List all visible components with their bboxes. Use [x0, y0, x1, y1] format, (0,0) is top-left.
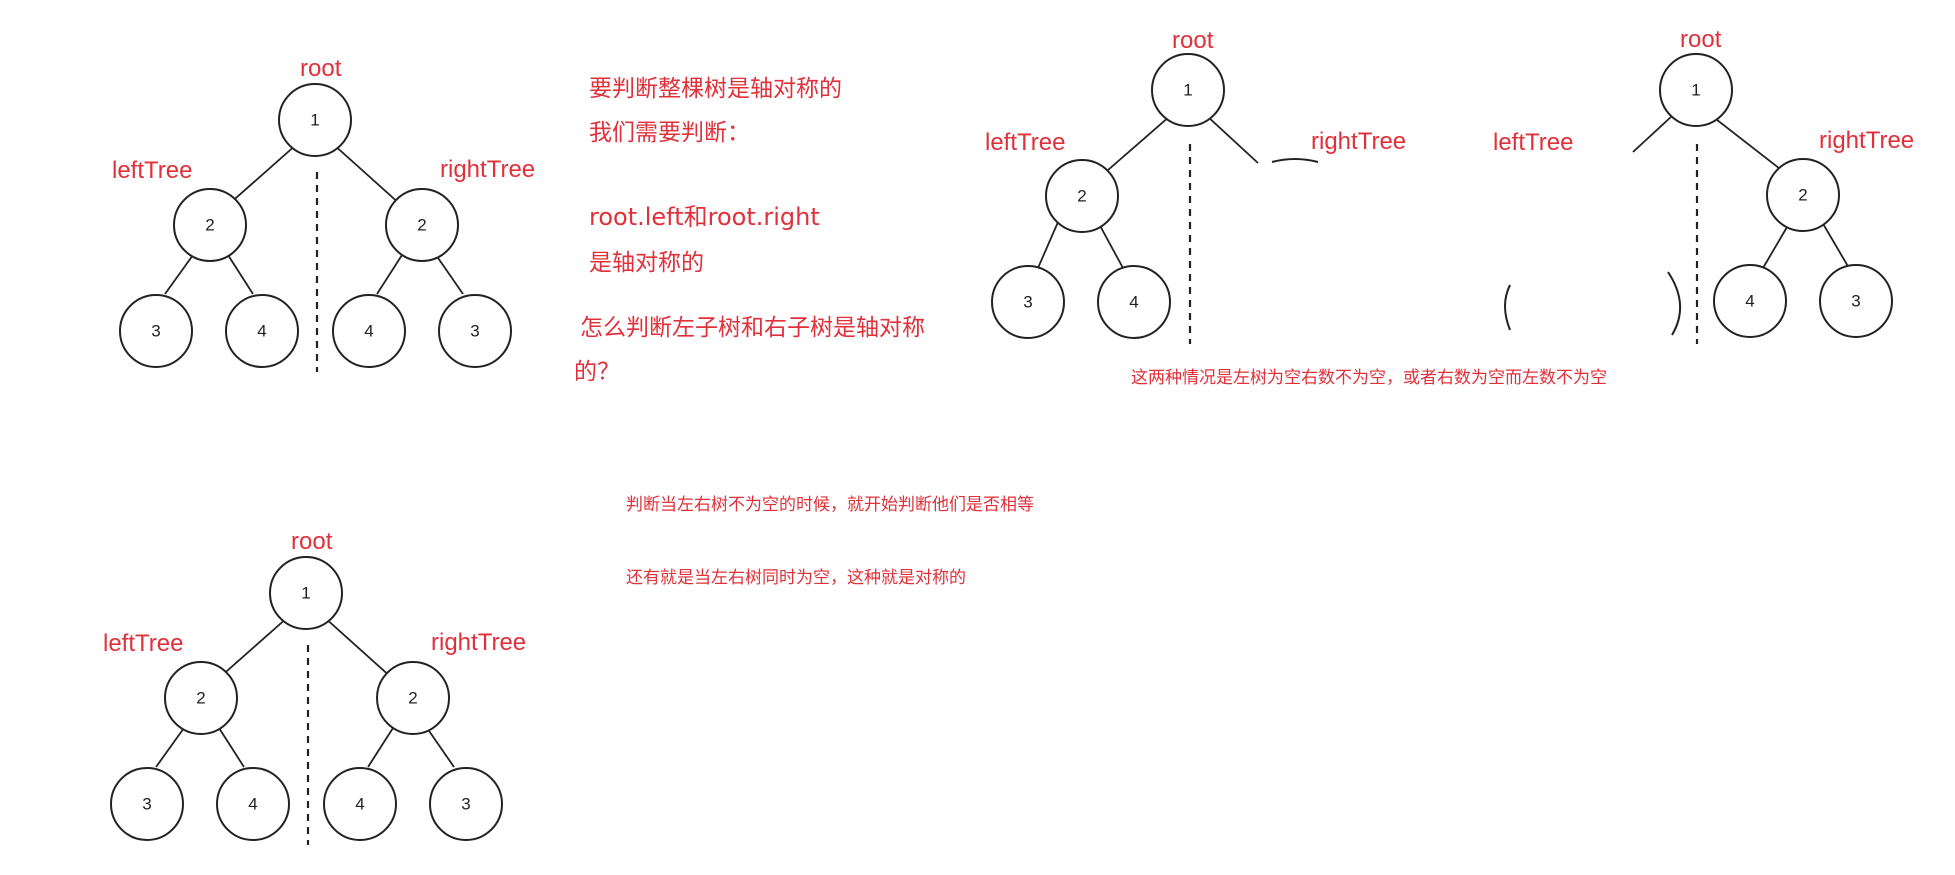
node-right-right — [429, 767, 503, 841]
node-left-left-value: 3 — [1023, 293, 1032, 312]
node-left-right — [216, 767, 290, 841]
edge — [426, 727, 455, 768]
node-left-left — [119, 294, 193, 368]
node-right — [385, 188, 459, 262]
tree-top-left: 1 2 2 3 4 4 3 root leftTree rightTree — [112, 55, 535, 372]
node-left-value: 2 — [1077, 187, 1086, 206]
node-left-left-value: 3 — [151, 322, 160, 341]
edge — [1632, 115, 1673, 153]
label-right-tree: rightTree — [431, 629, 526, 656]
node-right-right-value: 3 — [1851, 292, 1860, 311]
node-root-value: 1 — [1691, 81, 1700, 100]
node-right-left-value: 4 — [355, 795, 364, 814]
partial-empty-node — [1504, 284, 1511, 331]
label-root: root — [291, 528, 333, 555]
edge — [1097, 221, 1124, 269]
explanation-notes: 要判断整棵树是轴对称的 我们需要判断： root.left和root.right… — [574, 76, 1607, 588]
node-root — [1659, 53, 1733, 127]
node-root-value: 1 — [1183, 81, 1192, 100]
edge — [1711, 115, 1785, 173]
note-question-line-5: 怎么判断左子树和右子树是轴对称 — [580, 315, 925, 341]
tree-top-right: 1 2 4 3 root leftTree rightTree — [1493, 26, 1914, 344]
label-root: root — [1680, 26, 1722, 53]
edge — [227, 143, 298, 206]
edge — [218, 616, 289, 679]
node-right — [1766, 158, 1840, 232]
label-right-tree: rightTree — [1819, 127, 1914, 154]
node-right — [376, 661, 450, 735]
edge — [1107, 115, 1171, 171]
node-root — [269, 556, 343, 630]
node-root-value: 1 — [301, 584, 310, 603]
node-left — [173, 188, 247, 262]
label-left-tree: leftTree — [985, 129, 1065, 156]
node-right-left — [323, 767, 397, 841]
node-right-left — [1713, 264, 1787, 338]
node-right-left-value: 4 — [364, 322, 373, 341]
node-right-value: 2 — [417, 216, 426, 235]
partial-empty-node — [1271, 158, 1319, 163]
node-left — [164, 661, 238, 735]
edge — [376, 254, 403, 295]
node-left-right-value: 4 — [1129, 293, 1138, 312]
node-right-right — [438, 294, 512, 368]
node-left-right-value: 4 — [248, 795, 257, 814]
label-right-tree: rightTree — [440, 156, 535, 183]
note-empty-case: 这两种情况是左树为空右数不为空，或者右数为空而左数不为空 — [1131, 368, 1607, 388]
edge — [332, 143, 402, 206]
edge — [323, 616, 393, 679]
node-right-right-value: 3 — [470, 322, 479, 341]
edge — [367, 727, 394, 768]
node-left-value: 2 — [196, 689, 205, 708]
edge — [218, 727, 245, 768]
tree-bottom-left: 1 2 2 3 4 4 3 root leftTree rightTree — [103, 528, 526, 845]
edge — [164, 254, 194, 295]
label-left-tree: leftTree — [103, 630, 183, 657]
node-right-value: 2 — [408, 689, 417, 708]
edge — [227, 254, 254, 295]
note-question-line-4: 是轴对称的 — [589, 250, 704, 276]
node-left — [1045, 159, 1119, 233]
node-left-left-value: 3 — [142, 795, 151, 814]
tree-top-middle: 1 2 3 4 root leftTree rightTree — [985, 27, 1406, 344]
edge — [1762, 221, 1791, 269]
label-root: root — [1172, 27, 1214, 54]
node-left-right — [1097, 265, 1171, 339]
node-left-right — [225, 294, 299, 368]
note-question-line-3: root.left和root.right — [589, 203, 820, 231]
edge — [435, 254, 464, 295]
label-left-tree: leftTree — [112, 157, 192, 184]
node-root-value: 1 — [310, 111, 319, 130]
node-right-left — [332, 294, 406, 368]
label-left-tree: leftTree — [1493, 129, 1573, 156]
edge — [1037, 221, 1059, 269]
node-root — [1151, 53, 1225, 127]
node-left-right-value: 4 — [257, 322, 266, 341]
node-left-value: 2 — [205, 216, 214, 235]
label-right-tree: rightTree — [1311, 128, 1406, 155]
note-question-line-2: 我们需要判断： — [589, 120, 750, 146]
node-root — [278, 83, 352, 157]
node-right-value: 2 — [1798, 186, 1807, 205]
node-right-right-value: 3 — [461, 795, 470, 814]
note-non-empty-case: 判断当左右树不为空的时候，就开始判断他们是否相等 — [626, 495, 1034, 515]
note-both-empty-case: 还有就是当左右树同时为空，这种就是对称的 — [626, 568, 966, 588]
edge — [155, 727, 185, 768]
edge — [1206, 115, 1259, 164]
edge — [1821, 221, 1850, 269]
partial-empty-node — [1667, 271, 1682, 336]
node-left-left — [991, 265, 1065, 339]
label-root: root — [300, 55, 342, 82]
note-question-line-1: 要判断整棵树是轴对称的 — [589, 76, 842, 102]
node-right-left-value: 4 — [1745, 292, 1754, 311]
node-left-left — [110, 767, 184, 841]
node-right-right — [1819, 264, 1893, 338]
note-question-line-6: 的？ — [574, 359, 620, 385]
